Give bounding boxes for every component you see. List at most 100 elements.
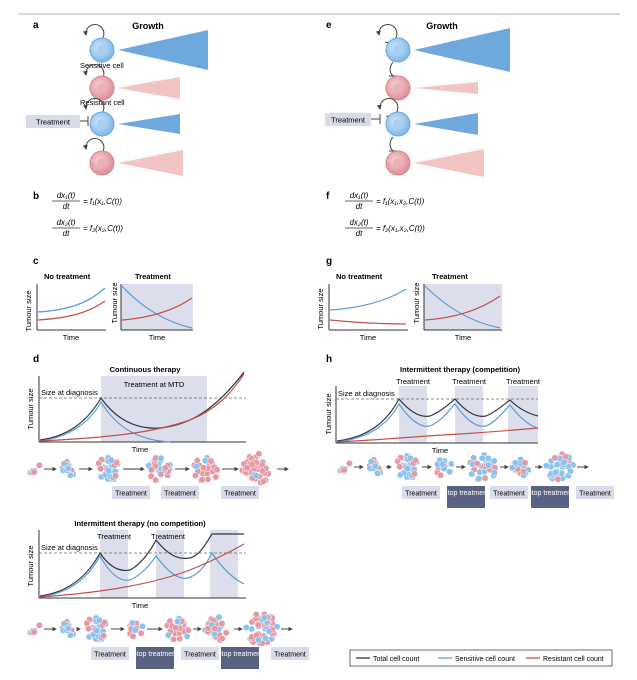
panel-h: h Intermittent therapy (competition) Tre… (324, 354, 541, 455)
tumour-cell-dot (192, 462, 200, 470)
tumour-cell-dot (481, 474, 489, 482)
y-axis-label: Tumour size (412, 283, 421, 324)
tumour-cell-dot (478, 454, 486, 462)
y-axis-label: Tumour size (324, 394, 333, 435)
tumour-cell-dot (97, 465, 105, 473)
tumour-cell-dot (137, 629, 145, 637)
resistant-curve (424, 295, 501, 321)
sensitive-curve (336, 402, 539, 443)
stop-treatment-label: Stop treatment (443, 490, 489, 497)
tumour-cell-dot (218, 620, 226, 627)
tumour-cell-dot (396, 463, 404, 471)
tumour-cell-dot (67, 471, 74, 479)
tumour-cell-dot (170, 635, 177, 643)
tumour-cell-dot (404, 465, 412, 473)
equation-numerator: dx₂(t) (56, 218, 75, 227)
step-label: Treatment (164, 491, 196, 498)
x-axis-label: Time (432, 446, 448, 455)
tumour-cell-dot (95, 616, 103, 624)
x-axis-label: Time (132, 445, 148, 454)
treatment-label: Treatment (396, 377, 431, 386)
step-label: Treatment (579, 491, 611, 498)
panel-title: Growth (426, 21, 458, 31)
tumour-cell-dot (508, 464, 516, 472)
treatment-shade (101, 376, 207, 442)
panel-letter: f (326, 191, 330, 202)
resistant-curve (37, 300, 106, 321)
tumour-cell-dot (60, 460, 68, 468)
sensitive-curve (37, 287, 106, 313)
equation-numerator: dx₁(t) (350, 191, 369, 200)
tumour-cell-dot (519, 468, 527, 476)
plot-title: Continuous therapy (110, 365, 182, 374)
legend-label-sensitive: Sensitive cell count (455, 656, 515, 663)
panel-c: c No treatment Treatment Tumour size Tim… (24, 256, 193, 342)
tumour-cell-dot (248, 461, 256, 469)
resistant-curve (39, 543, 245, 598)
tumour-cell-dot (243, 464, 251, 472)
tumour-cell-dot (411, 470, 419, 478)
tumour-cell-dot (157, 470, 165, 478)
tumour-cell-dot (255, 636, 263, 644)
step-labels-competition: Treatment Stop treatment Treatment Stop … (402, 486, 614, 508)
treatment-label: Treatment (452, 377, 487, 386)
y-axis-label: Tumour size (24, 291, 33, 332)
equation-numerator: dx₁(t) (57, 191, 76, 200)
tumour-cell-dot (164, 631, 172, 639)
tumour-cell-dot (107, 456, 115, 464)
panel-a: a Growth Sensitive cell Resistant cell T… (26, 20, 208, 176)
panel-title: Growth (132, 21, 164, 31)
stop-treatment-label: Stop treatment (527, 490, 573, 497)
tumour-cell-dot (447, 460, 455, 468)
tumour-cell-dot (554, 475, 562, 483)
growth-wedge-resistant (118, 77, 180, 99)
tumour-cell-dot (67, 631, 74, 639)
step-label: Treatment (94, 652, 126, 659)
equation-numerator: dx₂(t) (349, 218, 368, 227)
tumour-cell-dot (60, 620, 68, 628)
step-label: Treatment (115, 491, 147, 498)
treatment-label: Treatment (331, 116, 366, 125)
tumour-cell-dot (211, 625, 219, 633)
panel-f: f dx₁(t) dt = f₁(x₁,x₂,C(t)) dx₂(t) dt =… (326, 191, 425, 238)
plot-title: No treatment (44, 272, 91, 281)
tumour-cell-dot (521, 459, 529, 467)
tumour-cell-dot (173, 617, 181, 625)
tumour-cell-dot (105, 467, 113, 475)
equation-rhs: = f₁(x₁,C(t)) (83, 197, 122, 206)
tumour-cell-dot (222, 629, 230, 637)
panel-letter: c (33, 256, 39, 267)
panel-b: b dx₁(t) dt = f₁(x₁,C(t)) dx₂(t) dt = f₂… (33, 191, 123, 238)
diagnosis-label: Size at diagnosis (41, 543, 98, 552)
diagnosis-label: Size at diagnosis (41, 388, 98, 397)
step-labels-continuous: Treatment Treatment Treatment (112, 486, 259, 499)
tumour-cell-dot (204, 475, 212, 483)
plot-title: Intermittent therapy (no competition) (74, 519, 206, 528)
tumour-cell-dot (490, 457, 498, 465)
tumour-cell-dot (200, 464, 208, 472)
tumour-strip-competition (337, 450, 589, 483)
tumour-cell-dot (484, 461, 492, 469)
total-curve (336, 397, 539, 442)
stop-treatment-label: Stop treatment (217, 651, 263, 658)
sensitive-curve (39, 551, 245, 598)
sensitive-curve (329, 288, 407, 311)
tumour-cell-dot (30, 628, 38, 636)
tumour-cell-dot (198, 476, 206, 484)
tumour-cell-dot (367, 458, 375, 466)
treatment-shade (399, 386, 427, 443)
tumour-cell-dot (139, 622, 146, 630)
tumour-cell-dot (242, 624, 250, 631)
tumour-cell-dot (212, 473, 220, 481)
step-label: Treatment (224, 491, 256, 498)
tumour-cell-dot (265, 627, 273, 635)
growth-wedge-sensitive (118, 30, 208, 70)
tumour-cell-dot (128, 619, 136, 627)
plot-title: Treatment (432, 272, 468, 281)
competition-link (389, 61, 394, 77)
tumour-cell-dot (542, 462, 550, 470)
y-axis-label: Tumour size (26, 389, 35, 430)
y-axis-label: Tumour size (316, 289, 325, 330)
tumour-cell-dot (93, 627, 101, 635)
